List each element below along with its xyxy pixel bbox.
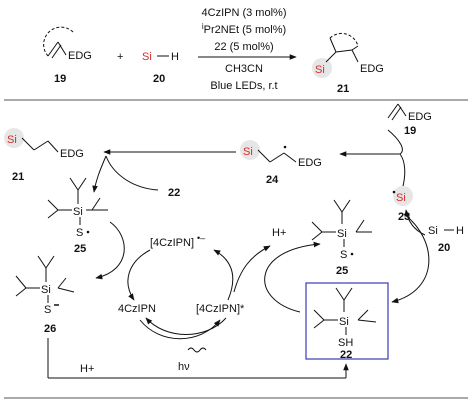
svg-text:S: S bbox=[44, 304, 51, 316]
svg-text:Si: Si bbox=[396, 192, 406, 204]
cycle-arrow-relaxation bbox=[145, 317, 227, 335]
arrow-proton-release bbox=[233, 245, 271, 293]
svg-text:EDG: EDG bbox=[298, 157, 322, 169]
arrow-alkene-in bbox=[387, 129, 403, 155]
svg-text:Si: Si bbox=[339, 316, 349, 328]
arrow-hat-silane bbox=[404, 209, 426, 236]
silane-si: Si bbox=[142, 51, 152, 63]
alkene-label: 19 bbox=[54, 73, 66, 85]
svg-text:S: S bbox=[76, 227, 83, 239]
svg-text:H: H bbox=[456, 225, 464, 237]
proton-bottom: H+ bbox=[80, 363, 94, 375]
svg-text:SH: SH bbox=[338, 337, 353, 349]
svg-text:Si: Si bbox=[428, 225, 438, 237]
thiolate-26: Si S 26 bbox=[15, 255, 75, 335]
cycle-arrow-thiol-regeneration bbox=[391, 213, 430, 304]
cycle-arrow-thiol-oxidation bbox=[264, 241, 321, 313]
alkene-19-structure: EDG bbox=[43, 26, 92, 62]
svg-text:S: S bbox=[340, 249, 347, 261]
product-label: 21 bbox=[337, 83, 349, 95]
wavy-light-arrow bbox=[187, 347, 207, 353]
arrow-thiyl-out bbox=[92, 155, 107, 193]
mechanism-alkene-19: EDG 19 bbox=[387, 103, 432, 137]
catalyst-box bbox=[305, 282, 389, 360]
radical-adduct-24: Si EDG 24 bbox=[240, 140, 322, 186]
silane-20-structure: Si H bbox=[142, 51, 179, 63]
condition-solvent: CH3CN bbox=[225, 63, 263, 75]
silyl-radical-23: Si 23 bbox=[392, 186, 413, 223]
svg-text:Si: Si bbox=[243, 146, 253, 158]
cycle-arrow-excitation bbox=[139, 319, 221, 340]
condition-base: iPr2NEt (5 mol%) bbox=[202, 22, 286, 36]
silane-label: 20 bbox=[153, 73, 165, 85]
mechanism-silane-20: Si H 20 bbox=[428, 225, 464, 254]
silane-h: H bbox=[171, 51, 179, 63]
svg-text:EDG: EDG bbox=[408, 111, 432, 123]
svg-text:Si: Si bbox=[7, 134, 17, 146]
product-edg: EDG bbox=[60, 148, 84, 160]
mechanism-product-label: 21 bbox=[12, 171, 24, 183]
alkene-edg: EDG bbox=[68, 50, 92, 62]
product-21-structure: Si EDG bbox=[312, 32, 384, 78]
thiyl-radical-25-left: Si S 25 bbox=[47, 177, 108, 255]
thiol-catalyst-label: 22 bbox=[340, 349, 352, 361]
thiol-label-hat: 22 bbox=[168, 187, 180, 199]
thiyl-radical-25-right: Si S 25 bbox=[311, 199, 372, 277]
mechanism-silane-label: 20 bbox=[438, 242, 450, 254]
product-si: Si bbox=[315, 64, 325, 76]
mechanism-product-21: Si EDG 21 bbox=[4, 128, 84, 183]
radical-dot bbox=[350, 252, 354, 256]
svg-text:Si: Si bbox=[41, 284, 51, 296]
general-reaction: EDG 19 + Si H 20 4CzIPN (3 mol%) iPr2NEt… bbox=[43, 7, 384, 95]
thiyl-radical-label-left: 25 bbox=[74, 243, 86, 255]
cycle-arrow-reduction bbox=[127, 249, 151, 301]
condition-thiol: 22 (5 mol%) bbox=[214, 41, 273, 53]
photocat-radical-anion: [4CzIPN]•– bbox=[150, 233, 205, 249]
product-edg: EDG bbox=[360, 63, 384, 75]
photocat-ground: 4CzIPN bbox=[118, 303, 156, 315]
condition-light: Blue LEDs, r.t bbox=[210, 80, 277, 92]
light-label: hν bbox=[178, 361, 190, 373]
arrow-thiyl-reduction bbox=[95, 221, 125, 280]
photocat-excited: [4CzIPN]* bbox=[196, 303, 245, 315]
proton-top: H+ bbox=[272, 227, 286, 239]
arrow-silyl-in bbox=[399, 153, 406, 191]
thiol-catalyst-22: Si SH 22 bbox=[305, 282, 389, 361]
thiyl-radical-label-right: 25 bbox=[336, 265, 348, 277]
photoredox-cycle: [4CzIPN]•– 4CzIPN [4CzIPN]* hν bbox=[118, 233, 245, 373]
svg-text:Si: Si bbox=[73, 206, 83, 218]
plus-sign: + bbox=[117, 51, 123, 63]
thiolate-label: 26 bbox=[44, 323, 56, 335]
mechanism-alkene-label: 19 bbox=[404, 125, 416, 137]
radical-adduct-label: 24 bbox=[266, 174, 279, 186]
svg-text:Si: Si bbox=[337, 228, 347, 240]
radical-dot bbox=[283, 145, 287, 149]
cycle-arrow-oxidation bbox=[213, 249, 234, 301]
arrow-thiol-in bbox=[105, 155, 159, 191]
radical-dot bbox=[392, 190, 396, 194]
condition-photocatalyst: 4CzIPN (3 mol%) bbox=[202, 7, 287, 19]
radical-dot bbox=[86, 230, 90, 234]
